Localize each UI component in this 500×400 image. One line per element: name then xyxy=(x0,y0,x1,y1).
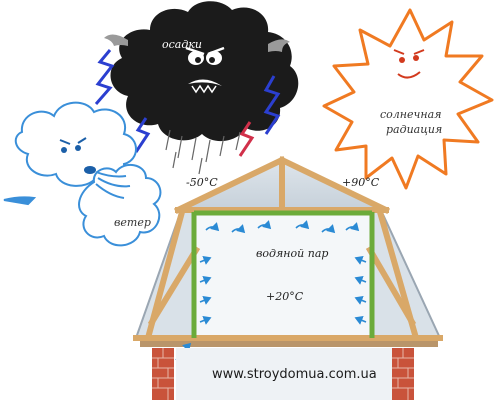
website-watermark: www.stroydomua.com.ua xyxy=(212,367,377,382)
wind-cloud-icon xyxy=(14,101,162,247)
inside-temperature: +20°C xyxy=(266,290,304,303)
rain-streaks xyxy=(165,129,241,175)
brick-wall-right xyxy=(392,348,414,400)
lightning-bolt-icon xyxy=(94,49,115,105)
attic-inner-frame xyxy=(191,210,375,338)
attic-interior xyxy=(196,212,370,338)
outside-temperature-cold: -50°C xyxy=(186,176,218,189)
lightning-bolt-icon xyxy=(238,121,255,157)
brick-wall-left xyxy=(152,348,174,400)
wind-gust-lines xyxy=(3,171,131,206)
lightning-bolt-icon xyxy=(134,117,151,153)
solar-radiation-label-line2: радиация xyxy=(386,123,442,136)
solar-radiation-label-line1: солнечная xyxy=(380,108,441,121)
outside-temperature-hot: +90°C xyxy=(342,176,380,189)
wind-label: ветер xyxy=(114,216,151,229)
lightning-bolts xyxy=(94,49,281,157)
sun-icon xyxy=(322,8,494,190)
water-vapor-label: водяной пар xyxy=(256,247,328,260)
rafters xyxy=(133,155,443,342)
ceiling-slab xyxy=(176,348,392,400)
precipitation-label: осадки xyxy=(162,38,202,51)
wind-face xyxy=(59,137,96,174)
lightning-bolt-icon xyxy=(263,75,281,135)
storm-cloud-icon xyxy=(104,1,299,142)
